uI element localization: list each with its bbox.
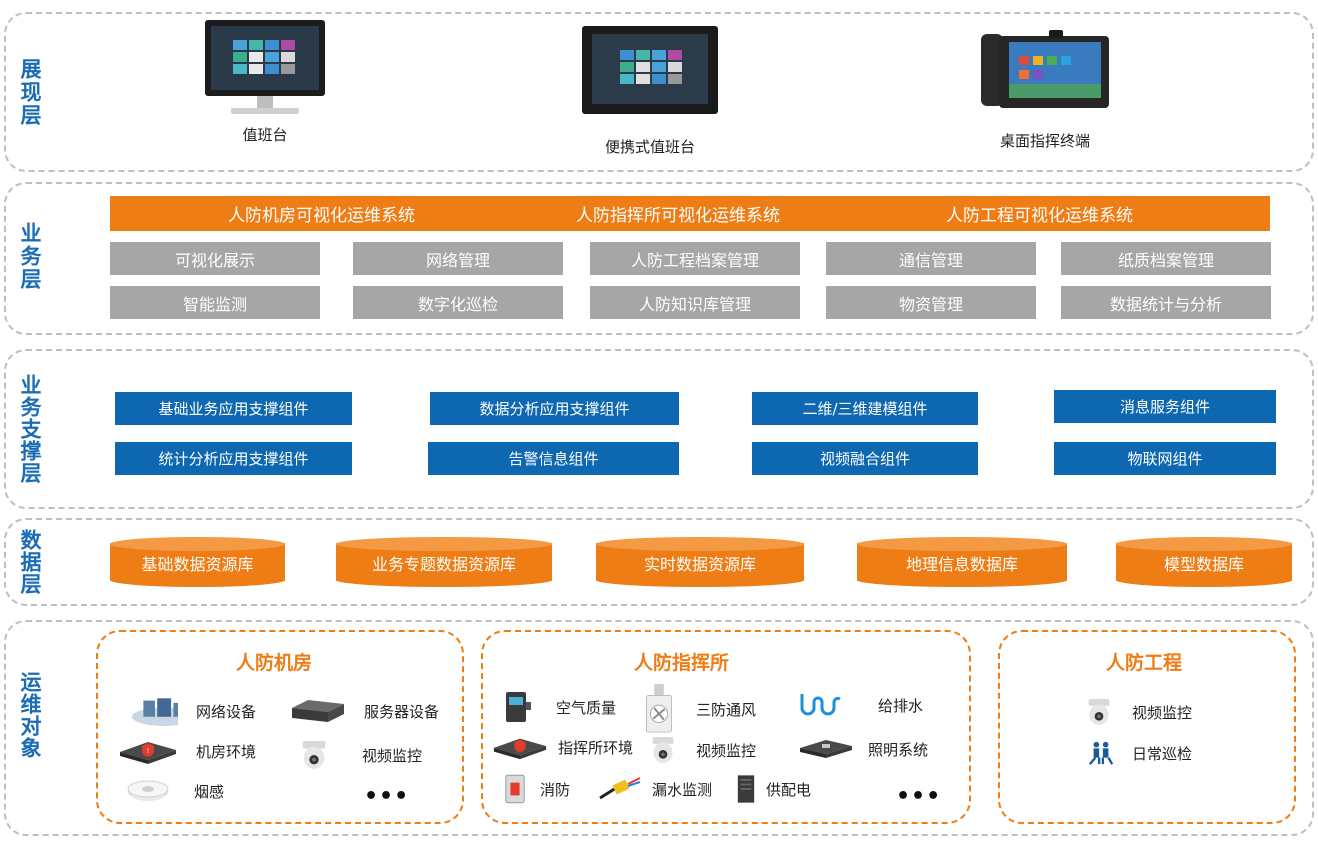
support-component: 二维/三维建模组件: [752, 392, 978, 425]
desktop-command-terminal: 桌面指挥终端: [970, 28, 1120, 151]
ops-item: 视频监控: [1086, 696, 1192, 728]
patrol-icon: [1088, 741, 1114, 765]
fire-protection-icon: [505, 774, 525, 804]
ops-item: 烟感: [126, 778, 224, 804]
camera-icon: [1088, 699, 1110, 725]
support-component: 统计分析应用支撑组件: [115, 442, 352, 475]
duty-desk: 值班台: [195, 18, 335, 145]
business-module: 物资管理: [826, 286, 1036, 319]
business-systems-bar: 人防机房可视化运维系统 人防指挥所可视化运维系统 人防工程可视化运维系统: [110, 196, 1270, 231]
more-indicator: •••: [364, 784, 410, 809]
support-component: 数据分析应用支撑组件: [430, 392, 679, 425]
ops-item: 漏水监测: [598, 776, 712, 802]
ops-layer-label: 运维对象: [18, 671, 42, 759]
database: 模型数据库: [1116, 537, 1292, 587]
business-module: 人防知识库管理: [590, 286, 800, 319]
ops-item: ! 机房环境: [118, 738, 256, 764]
air-quality-sensor-icon: [506, 692, 531, 722]
business-layer: [4, 182, 1314, 335]
device-label: 值班台: [242, 126, 288, 144]
ops-item: 消防: [504, 772, 570, 806]
camera-icon: [302, 741, 326, 769]
database: 业务专题数据资源库: [336, 537, 552, 587]
system-command: 人防指挥所可视化运维系统: [576, 206, 780, 226]
support-component: 消息服务组件: [1054, 390, 1276, 423]
support-component: 基础业务应用支撑组件: [115, 392, 352, 425]
support-component: 视频融合组件: [752, 442, 978, 475]
group-title: 人防机房: [236, 652, 313, 674]
ops-layer: [4, 620, 1314, 836]
ops-item: 给排水: [798, 690, 923, 720]
business-module: 智能监测: [110, 286, 320, 319]
ops-item: 日常巡检: [1088, 740, 1192, 766]
ops-item: 供配电: [736, 772, 811, 806]
database: 地理信息数据库: [857, 537, 1067, 587]
network-device-icon: [131, 698, 178, 726]
ops-item: 服务器设备: [290, 698, 439, 724]
database: 基础数据资源库: [110, 537, 285, 587]
data-layer: [4, 518, 1314, 606]
smoke-detector-icon: [127, 780, 169, 801]
ops-item: 照明系统: [798, 736, 928, 762]
camera-icon: [652, 737, 674, 763]
portable-duty-desk: 便携式值班台: [580, 24, 720, 157]
business-module: 人防工程档案管理: [590, 242, 800, 275]
group-title: 人防工程: [1106, 652, 1183, 674]
ops-item: 指挥所环境: [492, 734, 633, 760]
system-engineering: 人防工程可视化运维系统: [946, 206, 1133, 226]
ops-item: 视频监控: [650, 734, 756, 766]
support-component: 物联网组件: [1054, 442, 1276, 475]
database: 实时数据资源库: [596, 537, 804, 587]
ops-group-engineering: [998, 630, 1296, 824]
business-module: 网络管理: [353, 242, 563, 275]
support-layer: [4, 349, 1314, 509]
business-module: 可视化展示: [110, 242, 320, 275]
server-icon: [292, 700, 344, 722]
power-supply-icon: [737, 775, 755, 803]
device-label: 桌面指挥终端: [999, 132, 1090, 150]
group-title: 人防指挥所: [634, 652, 730, 674]
room-environment-icon: !: [120, 742, 176, 764]
presentation-layer: [4, 12, 1314, 172]
monitor-icon: [205, 20, 325, 114]
ops-item: 视频监控: [300, 738, 422, 772]
leak-detection-icon: [599, 777, 641, 800]
lighting-system-icon: [800, 740, 852, 758]
presentation-layer-label: 展现层: [18, 57, 42, 127]
business-module: 通信管理: [826, 242, 1036, 275]
system-room: 人防机房可视化运维系统: [228, 206, 415, 226]
support-component: 告警信息组件: [428, 442, 679, 475]
business-module: 纸质档案管理: [1061, 242, 1271, 275]
ops-group-room: [96, 630, 464, 824]
tablet-icon: [582, 26, 718, 114]
more-indicator: •••: [896, 784, 942, 809]
business-module: 数字化巡检: [353, 286, 563, 319]
ops-item: 网络设备: [118, 696, 256, 726]
device-label: 便携式值班台: [604, 138, 695, 156]
business-layer-label: 业务层: [18, 221, 42, 291]
desk-phone-icon: [981, 30, 1109, 108]
data-layer-label: 数据层: [18, 529, 42, 595]
business-module: 数据统计与分析: [1061, 286, 1271, 319]
ops-group-command: [481, 630, 971, 824]
water-supply-icon: [800, 694, 841, 716]
svg-text:!: !: [147, 747, 150, 755]
ops-item: 三防通风: [644, 684, 756, 734]
ventilation-icon: [646, 684, 672, 733]
command-environment-icon: [493, 738, 547, 760]
support-layer-label: 业务支撑层: [18, 374, 42, 484]
ops-item: 空气质量: [504, 690, 616, 724]
